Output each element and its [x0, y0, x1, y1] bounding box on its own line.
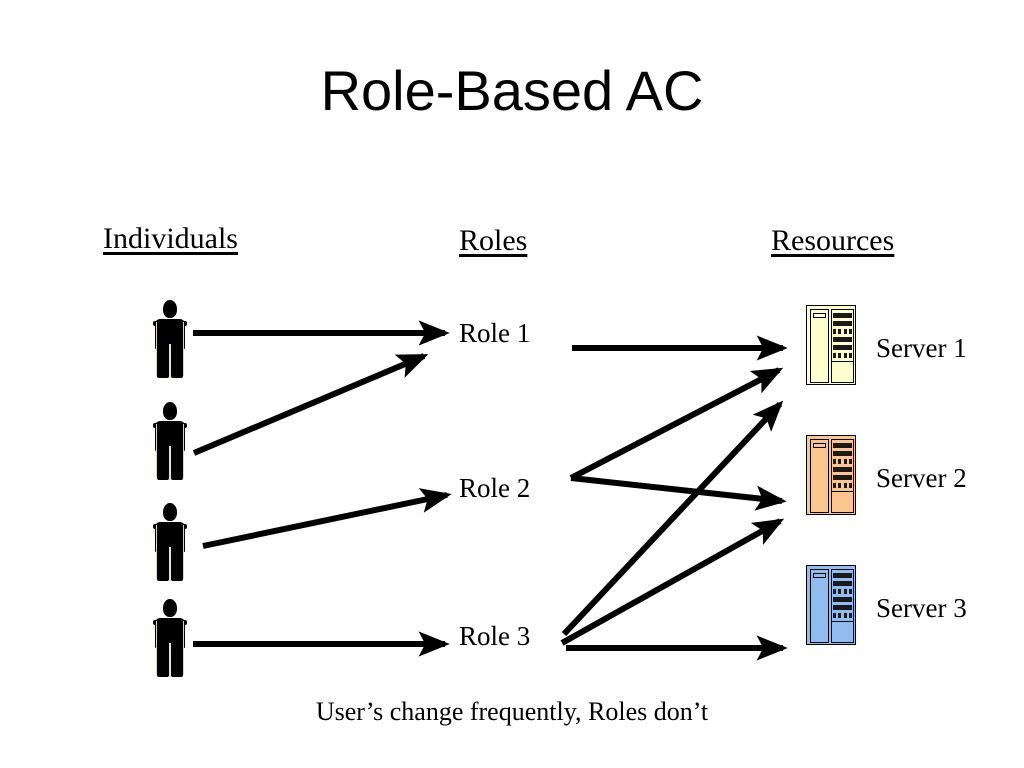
person-leg-right [171, 548, 183, 581]
server-blade [833, 345, 852, 350]
person-head [163, 402, 177, 420]
server-led-row [833, 612, 852, 618]
server-drive-slot [813, 313, 826, 318]
arrow-individual2-to-role1 [192, 353, 429, 456]
role-label-3: Role 3 [459, 621, 531, 651]
server-led-row [833, 588, 852, 594]
person-icon [152, 503, 188, 581]
server-bay-left [810, 569, 829, 643]
server-blade [833, 321, 852, 326]
server-blade [833, 605, 852, 610]
person-edge-left [156, 621, 157, 675]
server-rack-icon [806, 565, 856, 645]
person-head [163, 503, 177, 521]
column-header-roles: Roles [459, 224, 528, 257]
server-rack-icon [806, 435, 856, 515]
server-blade [833, 597, 852, 602]
person-leg-left [157, 548, 169, 581]
person-edge-right [183, 525, 184, 579]
server-rack-icon [806, 305, 856, 385]
person-shoulders [153, 321, 187, 326]
server-blade [833, 337, 852, 342]
person-leg-left [157, 345, 169, 378]
server-blade [833, 581, 852, 586]
arrow-role3-to-server2 [560, 518, 785, 646]
arrow-role2-to-server1 [569, 367, 784, 481]
person-edge-left [156, 525, 157, 579]
person-edge-right [183, 424, 184, 478]
person-edge-left [156, 424, 157, 478]
person-edge-right [183, 322, 184, 376]
server-divider [831, 361, 854, 362]
arrow-individual3-to-role2 [202, 488, 452, 549]
role-label-1: Role 1 [459, 318, 531, 348]
person-edge-right [183, 621, 184, 675]
person-leg-gap [169, 547, 171, 581]
person-shoulders [153, 524, 187, 529]
column-header-individuals: Individuals [103, 222, 238, 255]
person-leg-left [157, 644, 169, 677]
server-bay-left [810, 439, 829, 513]
slide-caption: User’s change frequently, Roles don’t [315, 697, 709, 726]
server-blade [833, 451, 852, 456]
person-leg-right [171, 345, 183, 378]
person-leg-left [157, 447, 169, 480]
server-led-row [833, 352, 852, 358]
person-icon [152, 599, 188, 677]
server-blade [833, 443, 852, 448]
person-edge-left [156, 322, 157, 376]
person-leg-gap [169, 344, 171, 378]
arrow-role3-to-server1 [561, 400, 784, 637]
server-drive-slot [813, 443, 826, 448]
role-label-2: Role 2 [459, 473, 531, 503]
server-blade [833, 475, 852, 480]
server-blade [833, 313, 852, 318]
server-divider [831, 621, 854, 622]
server-divider [831, 491, 854, 492]
person-icon [152, 402, 188, 480]
person-leg-gap [169, 643, 171, 677]
person-head [163, 300, 177, 318]
server-label-3: Server 3 [876, 593, 967, 623]
person-leg-right [171, 447, 183, 480]
server-led-row [833, 328, 852, 334]
server-blade [833, 467, 852, 472]
person-shoulders [153, 620, 187, 625]
person-shoulders [153, 423, 187, 428]
column-header-resources: Resources [771, 224, 895, 257]
person-icon [152, 300, 188, 378]
server-led-row [833, 458, 852, 464]
server-label-2: Server 2 [876, 463, 967, 493]
person-head [163, 599, 177, 617]
arrow-role2-to-server2 [570, 475, 787, 511]
server-blade [833, 573, 852, 578]
server-drive-slot [813, 573, 826, 578]
server-bay-left [810, 309, 829, 383]
person-leg-right [171, 644, 183, 677]
page-title: Role-Based AC [320, 59, 704, 122]
server-label-1: Server 1 [876, 333, 967, 363]
person-leg-gap [169, 446, 171, 480]
server-led-row [833, 482, 852, 488]
